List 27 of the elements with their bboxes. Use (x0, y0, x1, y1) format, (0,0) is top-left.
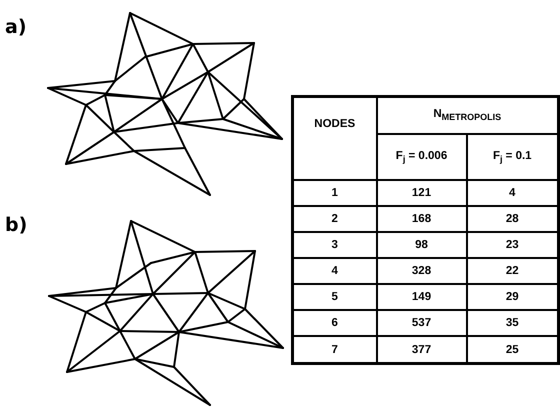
column-header: F$_{j}$ = 0.1 (492, 150, 532, 162)
table-value: 2 (332, 212, 338, 225)
table-value: 537 (412, 317, 432, 330)
table-value: 4 (509, 186, 516, 199)
panel-label: a) (5, 16, 27, 38)
table-value: 98 (415, 238, 428, 251)
table-value: 23 (506, 238, 519, 251)
column-header: NODES (314, 118, 356, 130)
table-value: 168 (412, 212, 432, 225)
table-value: 4 (332, 264, 338, 277)
column-header: N$_{METROPOLIS}$ (433, 108, 502, 120)
table-value: 25 (506, 344, 519, 356)
table-value: 149 (412, 291, 432, 304)
table-value: 7 (332, 344, 338, 356)
table-value: 1 (332, 186, 338, 199)
panel-label: b) (5, 214, 28, 236)
table-value: 328 (412, 264, 432, 277)
table-value: 5 (332, 291, 338, 304)
table-value: 29 (506, 291, 519, 304)
table-value: 22 (506, 264, 519, 277)
table-value: 6 (332, 317, 338, 330)
table-value: 3 (332, 238, 338, 251)
table-value: 121 (412, 186, 432, 199)
table-value: 377 (412, 344, 432, 356)
table-value: 35 (506, 317, 519, 330)
column-header: F$_{j}$ = 0.006 (396, 150, 448, 162)
table-value: 28 (506, 212, 519, 225)
